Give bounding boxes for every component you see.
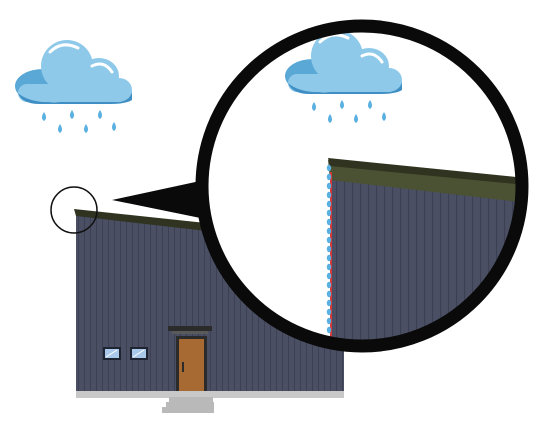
water-droplet [326,254,332,262]
rain-cloud-small [15,40,132,133]
water-droplet [326,173,332,181]
water-droplet [326,281,332,289]
magnified-roof [328,160,522,205]
water-droplet [326,218,332,226]
house-foundation [76,391,344,398]
focus-circle [50,186,98,234]
water-droplet [326,272,332,280]
magnifier-ring [195,19,529,353]
door-handle [182,362,184,372]
water-droplet [326,200,332,208]
window-left [103,347,121,360]
step-upper [169,397,213,402]
rain-cloud-lens [285,30,402,123]
water-droplet [326,263,332,271]
water-droplet [326,290,332,298]
step-lower [162,407,214,413]
magnifier-lens [195,19,529,353]
water-droplet [326,209,332,217]
edge-water-droplets [326,164,332,343]
water-droplet [326,317,332,325]
water-droplet [326,308,332,316]
water-droplet [326,191,332,199]
water-droplet [326,236,332,244]
entrance-canopy [168,326,212,331]
water-droplet [326,245,332,253]
window-right [130,347,148,360]
water-droplet [326,326,332,334]
raindrops-small [42,110,116,133]
water-droplet [326,227,332,235]
water-droplet [326,182,332,190]
callout-pointer [112,178,220,222]
water-droplet [326,164,332,172]
step-middle [166,402,214,407]
water-droplet [326,299,332,307]
